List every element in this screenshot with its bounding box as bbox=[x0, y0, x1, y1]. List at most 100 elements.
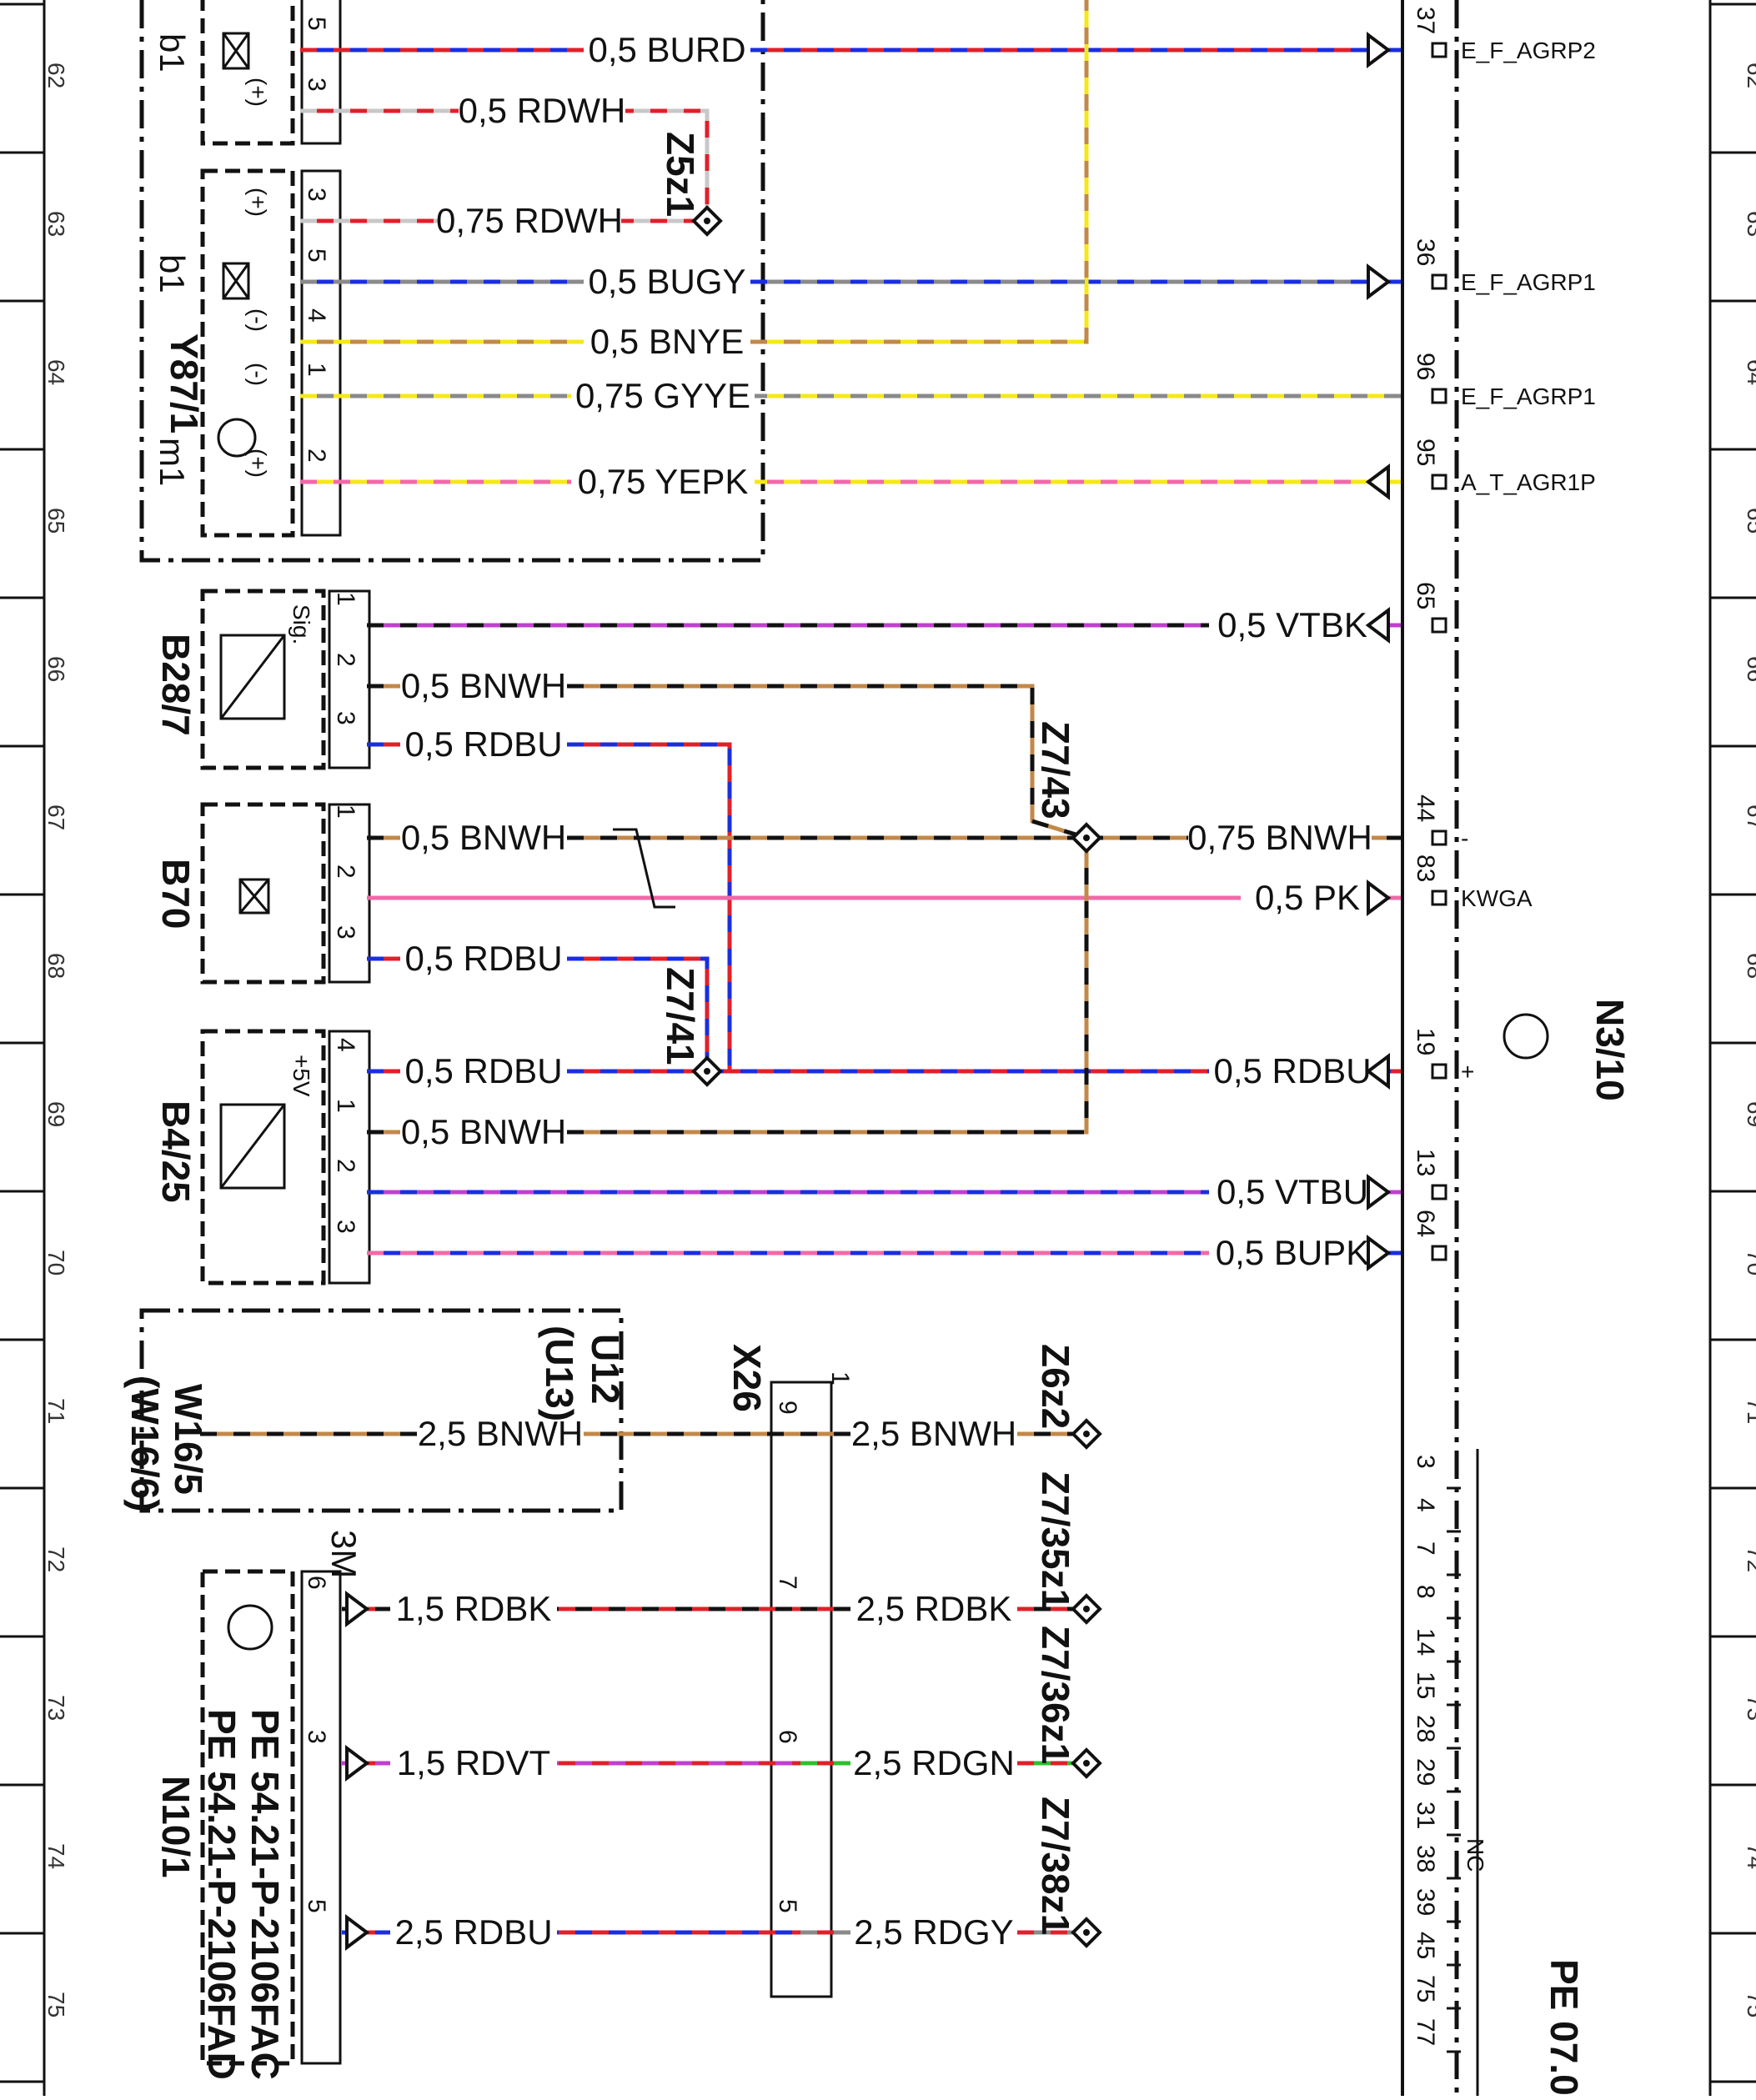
grid-row-label-right: 67 bbox=[1743, 804, 1756, 830]
wire-label: 0,5 BURD bbox=[588, 30, 745, 69]
ecu-pin-arrow bbox=[1367, 1235, 1392, 1271]
grid-row-label-right: 74 bbox=[1743, 1843, 1756, 1869]
splice-z7-38z1-node-dot bbox=[1083, 1929, 1090, 1936]
ecu-pin-arrow bbox=[1367, 1174, 1392, 1210]
wire-label: 0,5 BUPK bbox=[1216, 1233, 1369, 1272]
component-pin-number: 1 bbox=[332, 804, 359, 819]
ecu-pin-arrow bbox=[1367, 263, 1392, 300]
wire-label: 0,5 RDBU bbox=[404, 724, 562, 764]
b28-sig-label: Sig. bbox=[288, 604, 314, 644]
wire-label-bg bbox=[390, 1589, 557, 1627]
grid-row-label-right: 70 bbox=[1743, 1250, 1756, 1276]
grid-row-label-right: 63 bbox=[1743, 211, 1756, 237]
wire-label-bg bbox=[1188, 818, 1372, 856]
wire-label: 0,5 PK bbox=[1255, 878, 1360, 917]
ecu-pin-arrow bbox=[1367, 880, 1392, 916]
b28-sensor-icon bbox=[219, 634, 286, 720]
wire-label-bg bbox=[400, 1051, 567, 1090]
w16-5-label: W16/5 bbox=[167, 1384, 210, 1495]
x26-label: X26 bbox=[725, 1344, 769, 1412]
wire-label-bg bbox=[584, 322, 750, 360]
component-pin-number: 2 bbox=[303, 449, 330, 463]
grid-row-label-right: 71 bbox=[1743, 1398, 1756, 1424]
component-pin-number: 3 bbox=[303, 1730, 330, 1744]
wire-label-bg bbox=[850, 1589, 1017, 1627]
b28-connector bbox=[328, 589, 371, 769]
n10-1-label: N10/1 bbox=[154, 1776, 198, 1878]
n10-ref2-label: PE 54.21-P-2106FAD bbox=[200, 1709, 243, 2080]
n10-ref1-label: PE 54.21-P-2106FAC bbox=[243, 1709, 287, 2080]
nc-label: NC bbox=[1462, 1838, 1488, 1872]
y87-1-label: Y87/1 bbox=[163, 333, 206, 434]
y87-b1a-label: b1 bbox=[153, 33, 192, 73]
grid-row-label-left: 71 bbox=[43, 1398, 69, 1424]
wire-label-bg bbox=[400, 818, 567, 856]
grid-row-label-right: 62 bbox=[1743, 63, 1756, 88]
b70-box bbox=[200, 802, 326, 985]
grid-row-label-right: 66 bbox=[1743, 656, 1756, 682]
wire-rdbu-b28-stripe bbox=[367, 742, 732, 1071]
wire-label: 0,75 GYYE bbox=[575, 376, 750, 415]
splice-z7-43-node-dot bbox=[1083, 834, 1090, 841]
b28-7-label: B28/7 bbox=[154, 634, 198, 736]
u13-label: (U13) bbox=[538, 1326, 581, 1421]
wire-label: 2,5 BNWH bbox=[418, 1414, 583, 1453]
grid-row-label-left: 64 bbox=[43, 359, 69, 385]
ecu-pin-terminal bbox=[1431, 617, 1447, 634]
grid-row-label-right: 75 bbox=[1743, 1992, 1756, 2017]
component-symbols bbox=[217, 32, 1549, 1651]
n10-conn-label: 3M bbox=[324, 1530, 364, 1578]
component-pin-number: (-) bbox=[245, 363, 271, 386]
wire-runs bbox=[200, 0, 1401, 1935]
component-pin-number: 3 bbox=[332, 1220, 359, 1234]
wire-jog bbox=[613, 828, 675, 909]
nc-pin-number: 7 bbox=[1412, 1541, 1439, 1556]
b4-25-box bbox=[200, 1029, 326, 1286]
y87-connector-2 bbox=[300, 169, 342, 537]
splice-z7-35z1: Z7/35z1 bbox=[1034, 1471, 1077, 1610]
b4-sensor-icon bbox=[219, 1103, 286, 1190]
splice-z7-41-node-dot bbox=[704, 1068, 710, 1075]
pin-labels: 37E_F_AGRP236E_F_AGRP196E_F_AGRP195A_T_A… bbox=[245, 7, 1596, 2096]
wire-label-bg bbox=[459, 91, 625, 129]
wire-label: 0,5 VTBU bbox=[1217, 1172, 1368, 1211]
w16-6-label: (W16/6) bbox=[123, 1376, 167, 1512]
ecu-pin-arrow bbox=[1365, 607, 1390, 644]
wire-label: 0,5 BNWH bbox=[401, 818, 566, 857]
n10-relay-icon bbox=[227, 1604, 273, 1651]
ecu-pin-number: 44 bbox=[1412, 794, 1439, 822]
component-pin-number: 4 bbox=[332, 1038, 359, 1052]
b4-25-label: B4/25 bbox=[154, 1100, 198, 1203]
b4-5v-label: +5V bbox=[288, 1055, 314, 1097]
ecu-pin-terminal bbox=[1431, 1184, 1447, 1200]
wire-label-bg bbox=[400, 939, 567, 977]
grid-row-label-left: 72 bbox=[43, 1546, 69, 1572]
component-pin-number: (-) bbox=[245, 308, 271, 332]
wire-bnye-stripe bbox=[300, 0, 1089, 344]
wire-label: 0,5 RDBU bbox=[404, 1051, 562, 1090]
wire-label-bg bbox=[390, 1912, 557, 1951]
ecu-pin-signal: - bbox=[1461, 825, 1468, 851]
wire-label-bg bbox=[850, 1743, 1017, 1782]
ecu-pin-number: 36 bbox=[1412, 238, 1439, 266]
wire-label-bg bbox=[850, 1912, 1017, 1951]
wire-label: 0,5 BNYE bbox=[590, 322, 744, 361]
grid-row-label-left: 65 bbox=[43, 508, 69, 534]
wire-rdwh-stripe bbox=[300, 108, 710, 221]
splice-z5z1: Z5z1 bbox=[659, 132, 702, 217]
ecu-pin-arrow bbox=[1365, 1053, 1390, 1090]
wire-label-bg bbox=[438, 201, 621, 239]
ecu-pin-number: 64 bbox=[1412, 1210, 1439, 1237]
component-pin-number: 7 bbox=[774, 1576, 801, 1590]
nc-pin-number: 38 bbox=[1412, 1845, 1439, 1872]
grid-row-label-left: 74 bbox=[43, 1843, 69, 1869]
wire-label: 0,75 BNWH bbox=[1187, 818, 1372, 857]
splice-z7-36z1-node-dot bbox=[1083, 1760, 1090, 1767]
component-pin-number: 3 bbox=[332, 925, 359, 940]
component-pin-number: (+) bbox=[245, 188, 271, 217]
ecu-pin-signal: E_F_AGRP1 bbox=[1461, 383, 1596, 409]
nc-pin-number: 28 bbox=[1412, 1715, 1439, 1742]
b1b-resistor-icon bbox=[222, 262, 250, 300]
nc-pin-number: 45 bbox=[1412, 1932, 1439, 1959]
